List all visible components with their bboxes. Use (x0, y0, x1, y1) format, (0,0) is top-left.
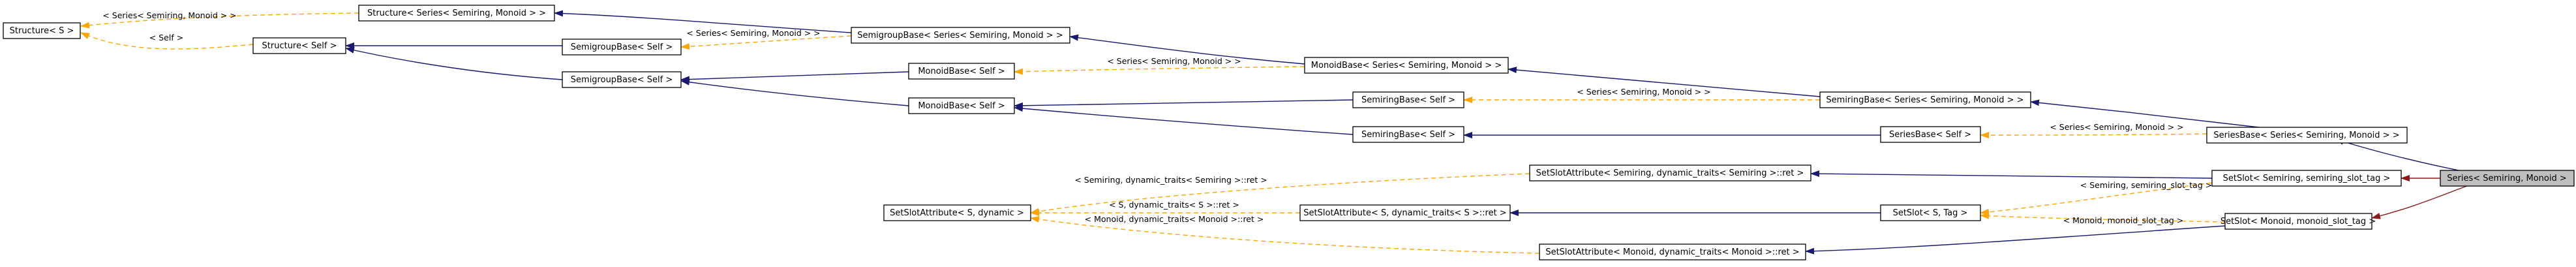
svg-text:SemiringBase< Series< Semiring: SemiringBase< Series< Semiring, Monoid >… (1826, 95, 2023, 105)
edge-label: < S, dynamic_traits< S >::ret > (1109, 200, 1239, 210)
edge-label: < Series< Semiring, Monoid > > (2050, 122, 2183, 132)
edge-label: < Monoid, dynamic_traits< Monoid >::ret … (1085, 214, 1264, 224)
edge-label: < Series< Semiring, Monoid > > (1107, 56, 1241, 66)
class-node-seriesbase-self[interactable]: SeriesBase< Self > (1880, 126, 1981, 143)
class-node-structure-self[interactable]: Structure< Self > (252, 37, 346, 54)
edge-setslotattr-semiring-to-setslotattr-s (1030, 173, 1530, 215)
svg-text:SemiringBase< Self >: SemiringBase< Self > (1361, 130, 1455, 140)
class-node-setslot-s-tag[interactable]: SetSlot< S, Tag > (1880, 204, 1981, 221)
svg-text:SetSlotAttribute< Monoid, dyna: SetSlotAttribute< Monoid, dynamic_traits… (1545, 247, 1799, 257)
svg-text:SemigroupBase< Self >: SemigroupBase< Self > (571, 42, 673, 52)
class-node-semiringbase-self-b[interactable]: SemiringBase< Self > (1352, 126, 1464, 143)
class-node-structure-s[interactable]: Structure< S > (3, 22, 81, 39)
svg-text:SeriesBase< Self >: SeriesBase< Self > (1889, 130, 1971, 140)
class-node-monoidbase-series[interactable]: MonoidBase< Series< Semiring, Monoid > > (1304, 57, 1509, 74)
svg-text:SetSlot< S, Tag >: SetSlot< S, Tag > (1893, 208, 1968, 218)
class-node-setslotattribute-s-dynamic[interactable]: SetSlotAttribute< S, dynamic > (883, 204, 1031, 221)
edge-monoidbase-series-to-monoidbase-self (1014, 66, 1305, 75)
edge-labels: < Series< Semiring, Monoid > > < Self > … (102, 10, 2212, 225)
class-node-seriesbase-series[interactable]: SeriesBase< Series< Semiring, Monoid > > (2206, 127, 2408, 144)
edge-structure-series-to-structure-s (80, 12, 359, 29)
edge-setslot-semiring-to-setslotattr-semiring (1810, 170, 2213, 179)
svg-text:Structure< Self >: Structure< Self > (262, 41, 337, 51)
class-node-setslot-monoid[interactable]: SetSlot< Monoid, monoid_slot_tag > (2220, 213, 2376, 230)
edge-semiringbase-self-a-to-monoidbase-self-b (1014, 99, 1354, 109)
edge-semiringbase-series-to-monoidbase-series (1508, 67, 1821, 97)
edge-structure-self-to-structure-s (80, 32, 254, 50)
edge-monoidbase-self-b-to-semigroupbase-self-b (680, 78, 909, 106)
edge-setslot-monoid-to-setslotattr-monoid (1805, 225, 2226, 255)
svg-text:MonoidBase< Series< Semiring,: MonoidBase< Series< Semiring, Monoid > > (1311, 61, 1502, 71)
svg-text:Structure< S >: Structure< S > (10, 26, 74, 36)
svg-text:SeriesBase< Series< Semiring,: SeriesBase< Series< Semiring, Monoid > > (2213, 131, 2399, 140)
edge-semiringbase-self-b-to-monoidbase-self-b (1014, 105, 1354, 135)
class-node-setslotattribute-monoid[interactable]: SetSlotAttribute< Monoid, dynamic_traits… (1539, 243, 1806, 260)
class-node-setslot-semiring[interactable]: SetSlot< Semiring, semiring_slot_tag > (2211, 170, 2402, 187)
class-node-setslotattribute-s-traits[interactable]: SetSlotAttribute< S, dynamic_traits< S >… (1299, 204, 1511, 221)
svg-text:Structure< Series< Semiring, M: Structure< Series< Semiring, Monoid > > (367, 8, 546, 18)
svg-text:SemigroupBase< Series< Semirin: SemigroupBase< Series< Semiring, Monoid … (857, 31, 1063, 40)
edge-label: < Series< Semiring, Monoid > > (1577, 87, 1710, 97)
svg-text:SetSlot< Monoid, monoid_slot_t: SetSlot< Monoid, monoid_slot_tag > (2220, 217, 2376, 227)
edge-label: < Series< Semiring, Monoid > > (102, 10, 236, 20)
edge-semigroupbase-self-b-to-structure-self (345, 47, 563, 80)
edge-setslot-monoid-to-setslot-s (1980, 212, 2226, 223)
svg-text:Series< Semiring, Monoid >: Series< Semiring, Monoid > (2447, 174, 2567, 183)
edge-series-to-seriesbase-series (2335, 138, 2476, 174)
svg-text:MonoidBase< Self >: MonoidBase< Self > (918, 101, 1005, 111)
edge-monoidbase-self-a-to-semigroupbase-self-b (680, 71, 909, 83)
class-node-series[interactable]: Series< Semiring, Monoid > (2440, 170, 2575, 187)
edge-label: < Semiring, dynamic_traits< Semiring >::… (1074, 175, 1267, 185)
edge-monoidbase-series-to-semigroupbase-series (1069, 34, 1305, 65)
class-node-monoidbase-self-a[interactable]: MonoidBase< Self > (908, 63, 1015, 80)
edge-label: < Self > (149, 33, 183, 42)
edge-seriesbase-series-to-seriesbase-self (1980, 131, 2207, 138)
svg-text:SetSlotAttribute< S, dynamic_t: SetSlotAttribute< S, dynamic_traits< S >… (1303, 208, 1506, 218)
edge-semigroupbase-series-to-structure-series (554, 10, 852, 33)
edge-label: < Series< Semiring, Monoid > > (686, 28, 820, 38)
edge-series-to-setslot-monoid (2371, 182, 2476, 219)
edge-label: < Monoid, monoid_slot_tag > (2063, 215, 2184, 225)
edge-setslotattr-monoid-to-setslotattr-s (1030, 215, 1540, 254)
edge-seriesbase-series-to-semiringbase-series (2030, 99, 2271, 129)
class-node-semigroupbase-series[interactable]: SemigroupBase< Series< Semiring, Monoid … (851, 27, 1070, 44)
class-node-semiringbase-series[interactable]: SemiringBase< Series< Semiring, Monoid >… (1819, 91, 2031, 108)
class-node-semigroupbase-self-b[interactable]: SemigroupBase< Self > (562, 71, 682, 88)
class-node-semiringbase-self-a[interactable]: SemiringBase< Self > (1352, 91, 1464, 108)
svg-text:MonoidBase< Self >: MonoidBase< Self > (918, 67, 1005, 76)
class-node-setslotattribute-semiring[interactable]: SetSlotAttribute< Semiring, dynamic_trai… (1529, 165, 1811, 181)
svg-text:SetSlotAttribute< Semiring, dy: SetSlotAttribute< Semiring, dynamic_trai… (1536, 168, 1804, 178)
svg-text:SetSlotAttribute< S, dynamic >: SetSlotAttribute< S, dynamic > (890, 208, 1024, 218)
svg-text:SemigroupBase< Self >: SemigroupBase< Self > (571, 75, 673, 85)
svg-text:SetSlot< Semiring, semiring_sl: SetSlot< Semiring, semiring_slot_tag > (2223, 174, 2391, 183)
nodes: Structure< S > Structure< Series< Semiri… (3, 5, 2575, 260)
class-node-monoidbase-self-b[interactable]: MonoidBase< Self > (908, 97, 1015, 114)
edges (80, 10, 2476, 255)
svg-text:SemiringBase< Self >: SemiringBase< Self > (1361, 95, 1455, 105)
edge-semigroupbase-series-to-semigroupbase-self (680, 35, 852, 50)
class-node-structure-series[interactable]: Structure< Series< Semiring, Monoid > > (358, 5, 555, 22)
edge-label: < Semiring, semiring_slot_tag > (2080, 180, 2212, 190)
class-node-semigroupbase-self-a[interactable]: SemigroupBase< Self > (562, 39, 682, 55)
